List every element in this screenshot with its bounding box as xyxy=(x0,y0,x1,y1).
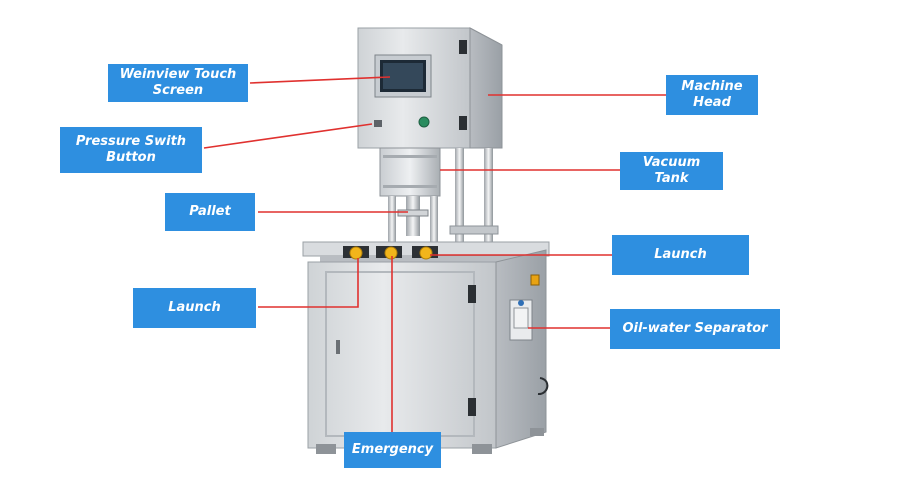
leader-launch-left xyxy=(258,258,359,308)
guide-rods xyxy=(388,148,499,244)
label-oil-water-separator: Oil-water Separator xyxy=(610,309,780,349)
label-touch-screen: Weinview Touch Screen xyxy=(108,64,248,102)
cabinet xyxy=(307,249,547,449)
label-launch-left: Launch xyxy=(133,288,256,328)
oil-water-separator xyxy=(509,274,549,395)
pallet xyxy=(397,196,429,236)
pressure-switch-button xyxy=(374,116,430,128)
label-emergency: Emergency xyxy=(344,432,441,468)
leader-lines xyxy=(203,76,666,432)
leader-pressure-button xyxy=(203,123,373,149)
launch-knobs xyxy=(343,246,438,260)
label-pressure-button: Pressure Swith Button xyxy=(60,127,202,173)
leader-touch-screen xyxy=(249,76,391,84)
label-vacuum-tank: Vacuum Tank xyxy=(620,152,723,190)
vacuum-tank xyxy=(379,147,441,197)
label-pallet: Pallet xyxy=(165,193,255,231)
label-launch-right: Launch xyxy=(612,235,749,275)
label-machine-head: Machine Head xyxy=(666,75,758,115)
touch-screen xyxy=(374,54,432,98)
feet xyxy=(316,428,544,454)
